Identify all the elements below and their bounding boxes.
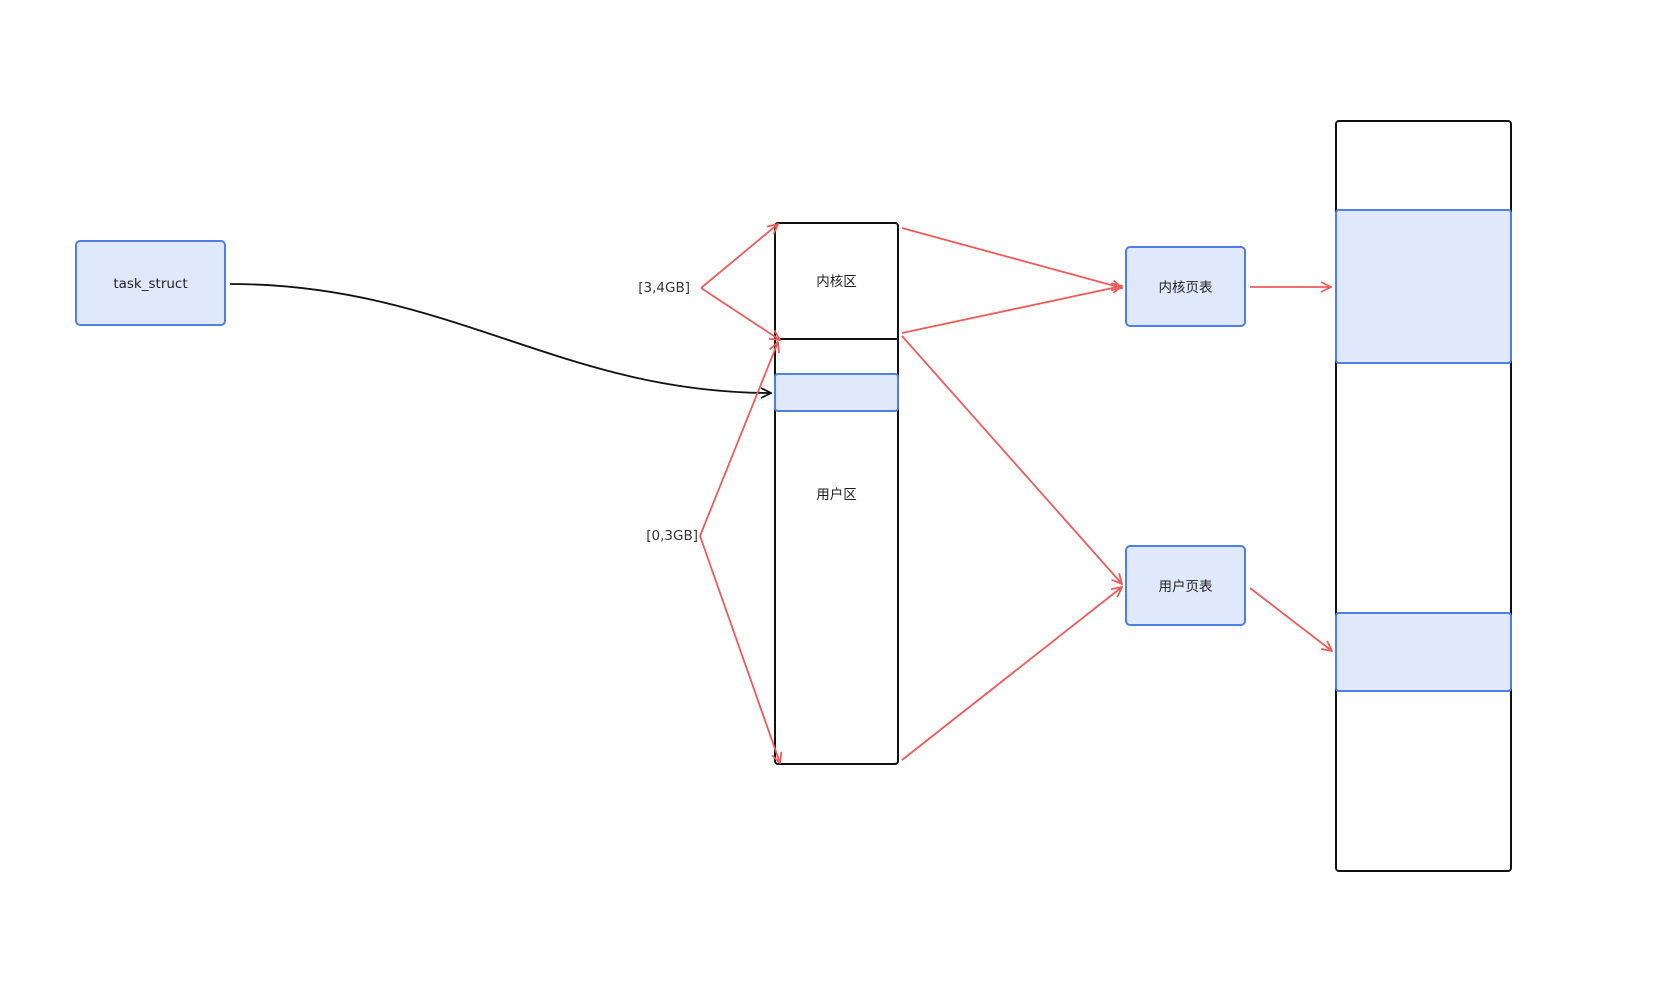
kernel-page-table-node[interactable]: 内核页表: [1125, 246, 1246, 327]
user-bottom-to-user-page-table-arrow: [901, 587, 1122, 761]
task-struct-label: task_struct: [113, 276, 187, 292]
user-physical-block[interactable]: [1335, 612, 1512, 692]
user-page-table-to-memory-arrow: [1249, 587, 1332, 651]
task-struct-target-block[interactable]: [774, 373, 899, 412]
kernel-top-to-kernel-page-table-arrow: [901, 227, 1122, 288]
user-range-arrow-bottom: [699, 535, 780, 763]
address-space-outline: [774, 222, 899, 765]
kernel-physical-block[interactable]: [1335, 209, 1512, 364]
kernel-range-label: [3,4GB]: [638, 280, 690, 296]
kernel-page-table-label: 内核页表: [1159, 280, 1213, 296]
user-page-table-node[interactable]: 用户页表: [1125, 545, 1246, 626]
kernel-area-label: 内核区: [816, 274, 857, 290]
user-page-table-label: 用户页表: [1159, 578, 1213, 595]
physical-memory: [1335, 120, 1512, 872]
kernel-range-arrow-top: [700, 224, 778, 289]
task-struct-pointer-arrow: [229, 283, 771, 393]
user-area-label: 用户区: [816, 486, 857, 503]
virtual-address-space: 内核区 用户区: [774, 222, 899, 765]
task-struct-node[interactable]: task_struct: [75, 240, 226, 326]
user-range-arrow-top: [699, 342, 778, 537]
user-range-label: [0,3GB]: [646, 528, 698, 544]
kernel-bottom-to-kernel-page-table-arrow: [901, 286, 1122, 334]
kernel-range-arrow-bottom: [700, 287, 780, 340]
user-top-to-user-page-table-arrow: [901, 335, 1122, 584]
